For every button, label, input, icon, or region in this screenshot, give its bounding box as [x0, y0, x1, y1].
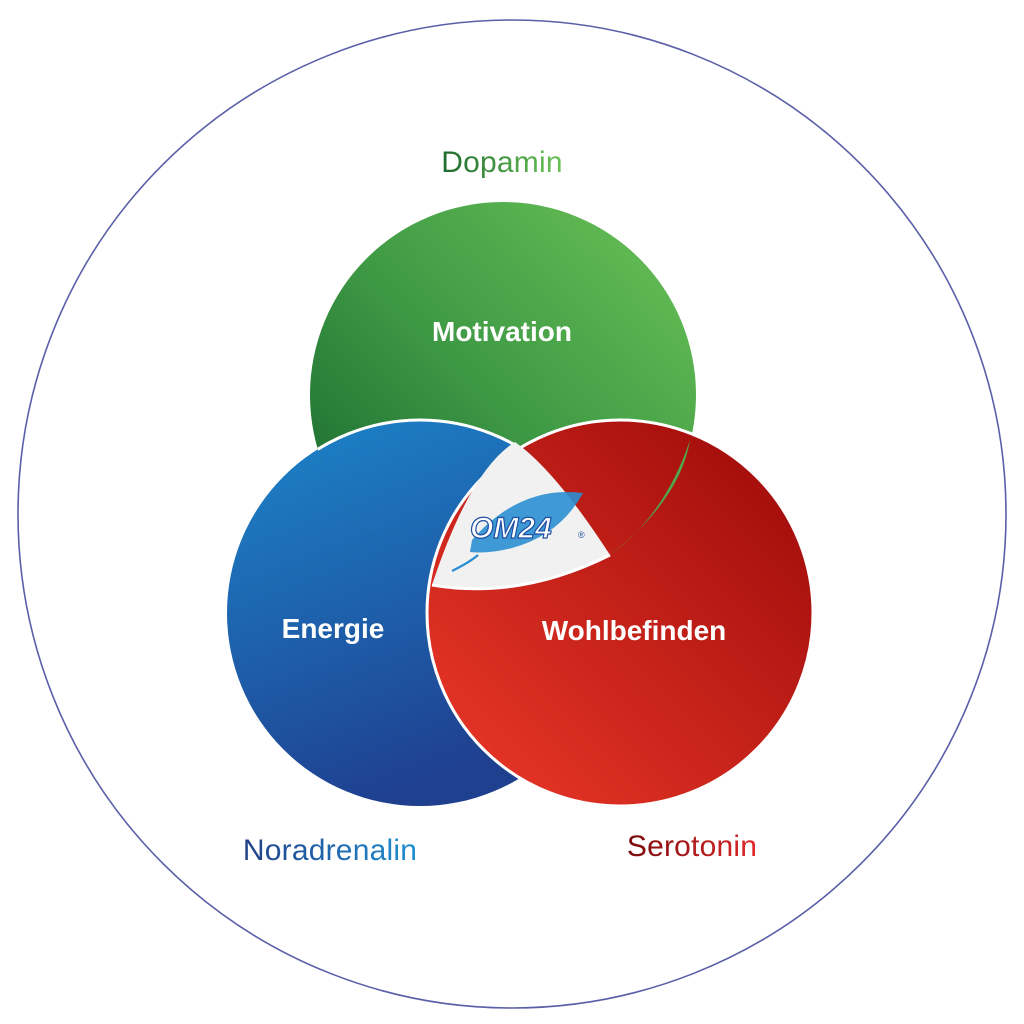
outer-ring: [17, 19, 1007, 1009]
logo-registered: ®: [578, 530, 585, 540]
logo-leaf-icon: [470, 491, 583, 553]
logo-stem: [451, 554, 479, 572]
om24-logo: OM24 ®: [451, 491, 585, 572]
serotonin-label: Serotonin: [627, 830, 757, 863]
energie-label: Energie: [282, 613, 385, 644]
seam-bottom: [431, 553, 611, 591]
wohlbefinden-label: Wohlbefinden: [542, 615, 727, 646]
motivation-label: Motivation: [432, 316, 572, 347]
logo-text: OM24: [470, 512, 552, 545]
dopamin-label: Dopamin: [441, 146, 562, 179]
noradrenalin-label: Noradrenalin: [243, 834, 417, 867]
